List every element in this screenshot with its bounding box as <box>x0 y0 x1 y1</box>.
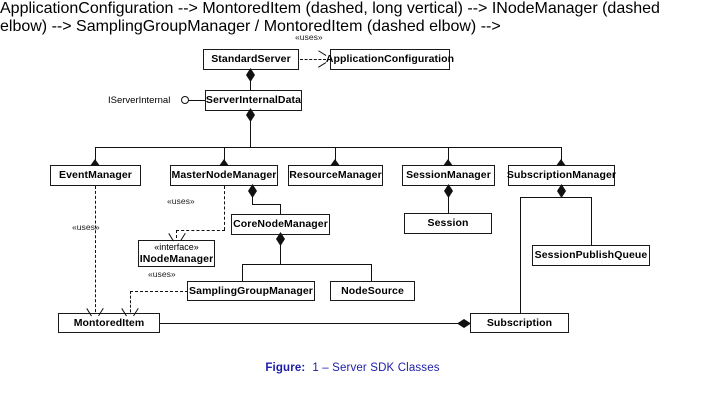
edge-label-uses-inodemanager: «uses» <box>148 269 176 279</box>
class-box-montored-item[interactable]: MontoredItem <box>58 313 160 333</box>
arrowhead-masternodemanager <box>219 159 229 166</box>
edge-bus-to-resourcemanager <box>335 147 337 166</box>
edge-serverinternaldata-trunk <box>250 110 252 148</box>
edge-subscription-montoreditem <box>160 323 460 325</box>
arrowhead-inodemanager <box>172 232 181 242</box>
class-box-subscription[interactable]: Subscription <box>470 313 569 333</box>
arrowhead-montoreditem-from-eventmanager <box>90 307 99 317</box>
class-name-core-node-manager: CoreNodeManager <box>233 218 328 231</box>
edge-inodemanager-montoreditem-v <box>130 291 131 317</box>
class-box-session-manager[interactable]: SessionManager <box>402 165 495 186</box>
class-name-subscription: Subscription <box>486 316 553 329</box>
class-name-sampling-group-manager: SamplingGroupManager <box>189 284 313 297</box>
composition-diamond-subscriptionmanager <box>557 184 566 198</box>
class-box-server-internal-data[interactable]: ServerInternalData <box>205 90 302 111</box>
arrowhead-eventmanager <box>90 159 100 166</box>
class-name-inode-manager: INodeManager <box>139 252 214 265</box>
edge-masternodemanager-corenodemanager-v2 <box>280 204 282 215</box>
composition-diamond-subscription <box>457 319 471 328</box>
composition-diamond-standardserver <box>246 68 255 82</box>
class-name-server-internal-data: ServerInternalData <box>205 94 302 107</box>
composition-diamond-serverinternaldata <box>246 108 255 122</box>
edge-inodemanager-samplinggroupmanager-h <box>130 291 188 292</box>
edge-masternodemanager-inodemanager-v1 <box>224 186 225 230</box>
composition-diamond-masternodemanager <box>248 184 257 198</box>
class-box-core-node-manager[interactable]: CoreNodeManager <box>231 214 330 235</box>
arrowhead-sessionmanager <box>443 159 453 166</box>
arrowhead-applicationconfiguration <box>317 54 326 64</box>
interface-label-iserverinternal: IServerInternal <box>108 95 171 106</box>
edge-sessionmanager-session <box>448 186 450 213</box>
arrowhead-resourcemanager <box>330 159 340 166</box>
class-box-event-manager[interactable]: EventManager <box>50 165 141 186</box>
class-name-montored-item: MontoredItem <box>73 316 145 329</box>
edge-label-uses-eventmanager: «uses» <box>72 222 100 232</box>
edge-masternodemanager-corenodemanager-h <box>252 204 281 206</box>
stereotype-interface: «interface» <box>154 242 199 253</box>
figure-caption-text: 1 – Server SDK Classes <box>312 362 440 374</box>
class-name-application-configuration: ApplicationConfiguration <box>325 53 455 66</box>
class-name-session-manager: SessionManager <box>406 169 491 182</box>
class-box-application-configuration[interactable]: ApplicationConfiguration <box>326 49 454 70</box>
class-name-subscription-manager: SubscriptionManager <box>506 169 617 182</box>
edge-bus-to-sessionmanager <box>448 147 450 166</box>
arrowhead-montoreditem-from-inodemanager <box>125 307 134 317</box>
figure-caption: Figure: 1 – Server SDK Classes <box>0 362 705 374</box>
edge-iserverinternal-lollipop <box>188 100 206 102</box>
edge-masternodemanager-inodemanager-h <box>176 230 225 231</box>
class-name-event-manager: EventManager <box>59 169 132 182</box>
edge-corenodemanager-trunk <box>280 234 282 265</box>
edge-subscriptionmanager-bus <box>520 197 592 199</box>
edge-label-uses-masternodemanager: «uses» <box>167 196 195 206</box>
composition-diamond-corenodemanager <box>276 232 285 246</box>
edge-corenodemanager-bus <box>242 264 372 266</box>
class-name-session-publish-queue: SessionPublishQueue <box>534 249 648 262</box>
composition-diamond-sessionmanager <box>444 184 453 198</box>
class-name-master-node-manager: MasterNodeManager <box>171 169 277 182</box>
class-box-sampling-group-manager[interactable]: SamplingGroupManager <box>187 281 315 301</box>
arrowhead-subscriptionmanager <box>556 159 566 166</box>
class-name-node-source: NodeSource <box>341 284 404 297</box>
edge-subscriptionmanager-subscription <box>520 197 522 316</box>
class-name-standard-server: StandardServer <box>211 53 291 66</box>
class-name-resource-manager: ResourceManager <box>289 169 382 182</box>
class-box-session[interactable]: Session <box>404 213 492 234</box>
class-box-node-source[interactable]: NodeSource <box>330 281 415 301</box>
edge-bus-to-eventmanager <box>95 147 97 166</box>
edge-subscriptionmanager-sessionpublishqueue <box>591 197 593 245</box>
class-box-standard-server[interactable]: StandardServer <box>203 49 299 70</box>
class-box-master-node-manager[interactable]: MasterNodeManager <box>170 165 278 186</box>
class-name-session: Session <box>427 217 469 230</box>
edge-label-uses-applicationconfiguration: «uses» <box>295 32 323 42</box>
edge-manager-bus <box>95 147 561 149</box>
edge-bus-to-masternodemanager <box>224 147 226 166</box>
edge-eventmanager-montoreditem <box>95 186 96 317</box>
class-box-inode-manager[interactable]: «interface» INodeManager <box>138 240 215 267</box>
edge-bus-to-subscriptionmanager <box>561 147 563 166</box>
edge-corenodemanager-to-samplinggroupmanager <box>242 264 244 281</box>
class-box-session-publish-queue[interactable]: SessionPublishQueue <box>532 245 650 266</box>
figure-caption-key: Figure: <box>265 362 306 374</box>
edge-standardserver-applicationconfiguration <box>300 59 326 60</box>
class-box-resource-manager[interactable]: ResourceManager <box>288 165 383 186</box>
edge-corenodemanager-to-nodesource <box>371 264 373 281</box>
provided-interface-circle-icon <box>181 96 189 104</box>
class-box-subscription-manager[interactable]: SubscriptionManager <box>506 165 617 186</box>
